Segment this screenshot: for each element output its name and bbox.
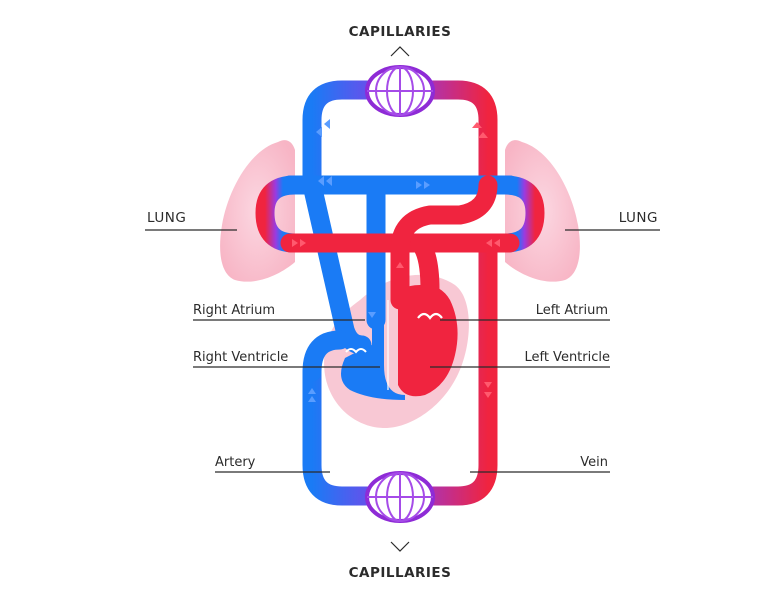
aorta-arch	[390, 175, 498, 310]
capillaries-bottom-label: CAPILLARIES	[349, 565, 452, 581]
left-atrium-label: Left Atrium	[536, 303, 608, 318]
flow-arrows	[292, 119, 500, 402]
right-atrium-label: Right Atrium	[193, 303, 275, 318]
capillaries-bottom-bed	[365, 471, 435, 523]
chevron-down-icon	[390, 541, 410, 552]
left-atrium-inflow	[410, 233, 440, 300]
chevron-up-icon	[390, 46, 410, 57]
right-ventricle-label: Right Ventricle	[193, 350, 288, 365]
lung-right-label: LUNG	[619, 210, 658, 226]
vena-cava-upper	[302, 175, 372, 355]
right-lung-loop	[495, 175, 545, 253]
left-lung-loop	[255, 175, 305, 253]
valve-right	[345, 348, 367, 354]
valve-left	[417, 312, 443, 320]
artery-label: Artery	[215, 455, 256, 470]
left-ventricle-label: Left Ventricle	[524, 350, 610, 365]
right-heart-chambers	[341, 300, 405, 400]
left-heart-chambers	[398, 284, 458, 397]
vein-label: Vein	[580, 455, 608, 470]
capillaries-top-label: CAPILLARIES	[349, 24, 452, 40]
capillaries-top-bed	[365, 65, 435, 117]
lung-left-label: LUNG	[147, 210, 186, 226]
